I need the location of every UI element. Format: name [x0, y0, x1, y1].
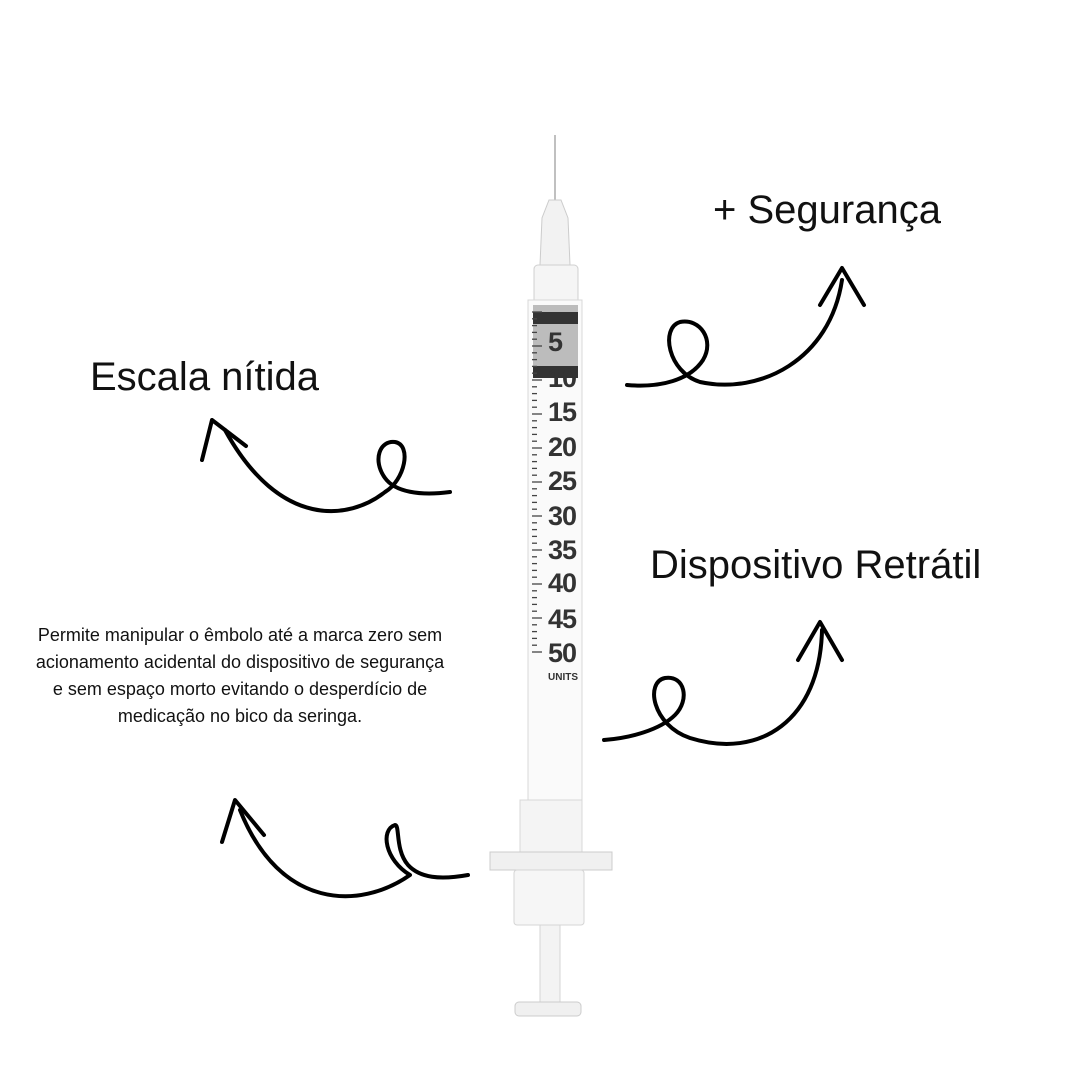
stopper-band-bottom [533, 366, 578, 378]
description-text: Permite manipular o êmbolo até a marca z… [35, 625, 445, 726]
arrow-scale-icon [200, 418, 452, 514]
arrow-security-icon [625, 266, 866, 388]
plunger-rod [539, 924, 561, 1004]
barrel-collar [533, 264, 579, 306]
scale-number: 45 [548, 604, 577, 634]
arrow-retractable-icon [602, 620, 844, 746]
arrows [200, 266, 866, 899]
scale-ticks [532, 311, 542, 653]
scale-numbers: 5 10 15 20 25 30 35 40 45 50 UNITS [528, 300, 580, 800]
scale-number: 35 [548, 535, 577, 565]
units-label: UNITS [548, 672, 578, 683]
scale-number: 25 [548, 466, 577, 496]
scale-number: 50 [548, 638, 577, 668]
retractable-label: Dispositivo Retrátil [650, 543, 982, 587]
needle-hub [539, 199, 571, 266]
scale-number: 40 [548, 568, 577, 598]
plunger-housing [513, 869, 585, 926]
stopper-band-top [533, 312, 578, 324]
safety-housing [519, 799, 583, 856]
scale-number: 15 [548, 397, 577, 427]
arrow-description-icon [220, 798, 470, 899]
scale-number: 10 [548, 363, 577, 393]
scale-number: 5 [548, 327, 563, 357]
thumb-press [514, 1001, 582, 1017]
scale-number: 30 [548, 501, 577, 531]
security-label: + Segurança [713, 188, 941, 232]
finger-flange [489, 851, 613, 871]
scale-label: Escala nítida [90, 355, 320, 399]
scale-number: 20 [548, 432, 577, 462]
barrel [527, 299, 583, 811]
